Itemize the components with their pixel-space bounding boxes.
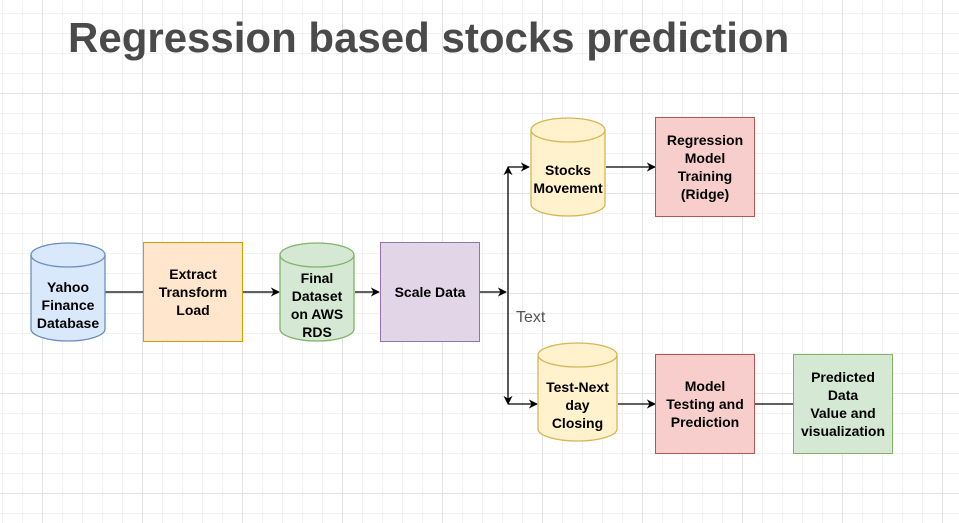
scale-data-box: Scale Data [380, 242, 480, 342]
etl-box: Extract Transform Load [143, 242, 243, 342]
predicted-data-box: Predicted Data Value and visualization [793, 354, 893, 454]
yahoo-finance-database-cylinder: Yahoo Finance Database [30, 242, 106, 342]
test-next-day-closing-cylinder: Test-Next day Closing [537, 342, 618, 442]
regression-training-box: Regression Model Training (Ridge) [655, 117, 755, 217]
node-label: Stocks Movement [533, 162, 603, 196]
text-annotation: Text [516, 309, 546, 326]
node-label: Yahoo Finance Database [36, 279, 100, 331]
node-label: Scale Data [394, 284, 466, 300]
final-dataset-cylinder: Final Dataset on AWS RDS [279, 242, 355, 342]
stocks-movement-cylinder: Stocks Movement [530, 117, 606, 217]
node-label: Regression Model Training (Ridge) [666, 132, 744, 202]
node-label: Model Testing and Prediction [666, 378, 744, 430]
node-label: Test-Next day Closing [546, 379, 609, 431]
diagram-title: Regression based stocks prediction [68, 14, 790, 61]
model-testing-box: Model Testing and Prediction [655, 354, 755, 454]
node-label: Extract Transform Load [158, 266, 228, 318]
node-label: Final Dataset on AWS RDS [290, 270, 344, 340]
node-label: Predicted Data Value and visualization [800, 369, 886, 439]
